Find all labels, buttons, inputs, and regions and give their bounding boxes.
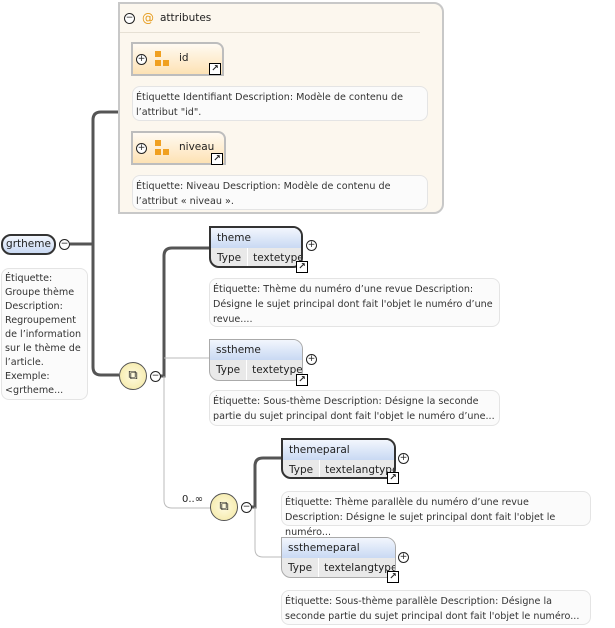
- attribute-description: Étiquette: Niveau Description: Modèle de…: [132, 175, 428, 210]
- link-arrow-icon[interactable]: ↗: [296, 261, 308, 273]
- element-sstheme[interactable]: sstheme Type textetype: [209, 339, 303, 381]
- expand-icon[interactable]: +: [136, 54, 147, 65]
- cardinality-label: 0..∞: [182, 494, 204, 505]
- type-value: textelangtype: [324, 562, 396, 574]
- link-arrow-icon[interactable]: ↗: [387, 571, 399, 583]
- attribute-id[interactable]: + id ↗: [131, 42, 224, 76]
- type-value: textetype: [252, 364, 303, 376]
- collapse-icon[interactable]: −: [150, 371, 161, 382]
- attribute-niveau[interactable]: + niveau ↗: [131, 131, 226, 165]
- attribute-description: Étiquette Identifiant Description: Modèl…: [132, 86, 428, 121]
- element-name: sstheme: [210, 340, 302, 360]
- element-themeparal[interactable]: themeparal Type textelangtype: [281, 438, 396, 479]
- element-description: Étiquette: Thème du numéro d’une revue D…: [209, 278, 500, 327]
- type-value: textelangtype: [325, 464, 396, 476]
- root-element-grtheme[interactable]: grtheme: [1, 234, 56, 255]
- at-icon: @: [142, 11, 154, 25]
- element-theme[interactable]: theme Type textetype: [209, 226, 303, 268]
- root-description: Étiquette: Groupe thème Description: Reg…: [1, 268, 88, 400]
- expand-icon[interactable]: +: [398, 552, 409, 563]
- attribute-name: id: [179, 52, 189, 64]
- sequence-icon[interactable]: ⧉: [119, 362, 147, 390]
- type-value: textetype: [253, 252, 303, 264]
- link-arrow-icon[interactable]: ↗: [296, 374, 308, 386]
- attribute-name: niveau: [179, 141, 215, 153]
- element-ssthemeparal[interactable]: ssthemeparal Type textelangtype: [281, 537, 396, 578]
- collapse-icon[interactable]: −: [124, 13, 135, 24]
- attribute-icon: [155, 140, 161, 146]
- element-name: theme: [211, 228, 301, 248]
- expand-icon[interactable]: +: [398, 453, 409, 464]
- attributes-title: attributes: [160, 12, 212, 24]
- element-description: Étiquette: Sous-thème Description: Désig…: [209, 390, 500, 426]
- link-arrow-icon[interactable]: ↗: [387, 472, 399, 484]
- element-name: themeparal: [283, 440, 394, 460]
- type-label: Type: [211, 248, 249, 266]
- attributes-group: − @ attributes + id ↗ Étiquette Identifi…: [118, 2, 444, 214]
- element-name: ssthemeparal: [282, 538, 395, 558]
- collapse-icon[interactable]: −: [241, 502, 252, 513]
- collapse-icon[interactable]: −: [59, 239, 70, 250]
- sequence-icon[interactable]: ⧉: [210, 493, 238, 521]
- element-description: Étiquette: Sous-thème parallèle Descript…: [281, 590, 591, 625]
- attribute-icon: [155, 51, 161, 57]
- type-label: Type: [210, 360, 248, 380]
- type-label: Type: [283, 460, 321, 477]
- expand-icon[interactable]: +: [136, 143, 147, 154]
- expand-icon[interactable]: +: [306, 354, 317, 365]
- link-arrow-icon[interactable]: ↗: [209, 63, 221, 75]
- attributes-header: − @ attributes: [120, 10, 420, 33]
- expand-icon[interactable]: +: [306, 240, 317, 251]
- element-description: Étiquette: Thème parallèle du numéro d’u…: [281, 491, 591, 538]
- link-arrow-icon[interactable]: ↗: [211, 153, 223, 165]
- type-label: Type: [282, 558, 320, 577]
